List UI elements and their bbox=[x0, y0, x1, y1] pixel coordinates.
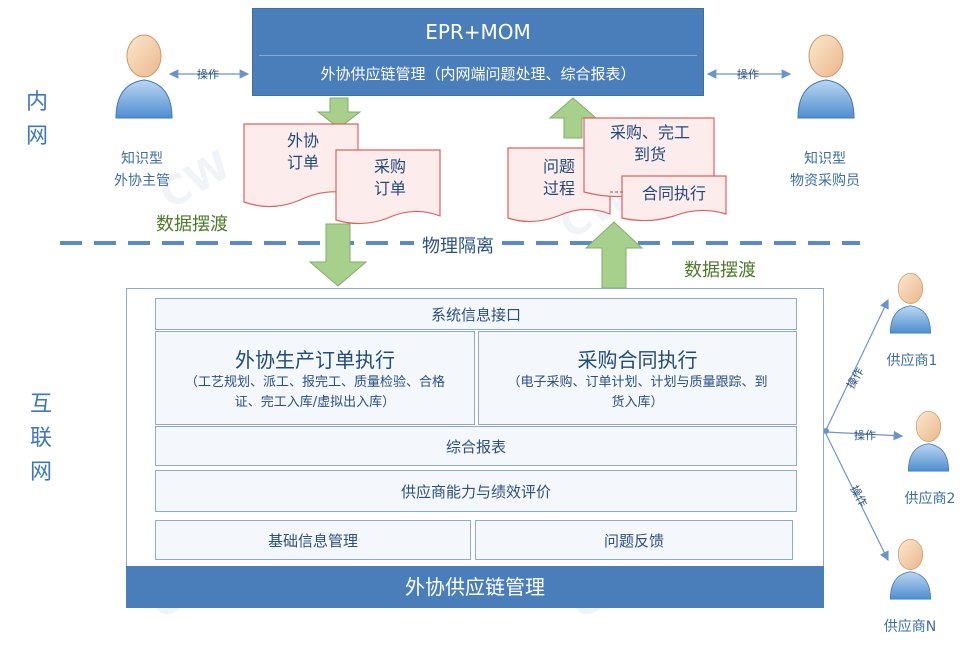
top-title: EPR+MOM bbox=[425, 20, 531, 44]
procurement-title: 采购合同执行 bbox=[577, 347, 698, 372]
ferry-label-left: 数据摆渡 bbox=[156, 214, 228, 235]
op-label-right: 操作 bbox=[737, 68, 759, 81]
basic-info-cell: 基础信息管理 bbox=[155, 520, 471, 560]
doc-issue-process: 问题 过程 bbox=[542, 157, 575, 198]
top-subtitle: 外协供应链管理（内网端问题处理、综合报表） bbox=[320, 65, 636, 83]
person-icon bbox=[889, 538, 932, 600]
production-title: 外协生产订单执行 bbox=[235, 347, 395, 372]
ferry-arrow-down-bottom bbox=[308, 223, 368, 287]
supplier-name-2: 供应商2 bbox=[904, 491, 956, 507]
production-detail-2: 证、完工入库/虚拟出入库） bbox=[234, 394, 396, 410]
report-cell: 综合报表 bbox=[155, 426, 797, 466]
supplier-hub bbox=[823, 428, 829, 434]
doc-purchase-order: 采购 订单 bbox=[373, 157, 406, 198]
op-label-left: 操作 bbox=[197, 68, 219, 81]
doc-contract-execution: 合同执行 bbox=[641, 184, 706, 203]
top-system-box: EPR+MOM 外协供应链管理（内网端问题处理、综合报表） bbox=[252, 8, 704, 96]
doc-outsourcing-order: 外协 订单 bbox=[286, 131, 319, 172]
ferry-arrow-up-bottom bbox=[584, 221, 644, 289]
internet-label: 互 联 网 bbox=[29, 392, 52, 485]
supplier-name-1: 供应商1 bbox=[886, 353, 938, 369]
production-order-cell: 外协生产订单执行 （工艺规划、派工、报完工、质量检验、合格 证、完工入库/虚拟出… bbox=[155, 331, 475, 425]
evaluation-cell: 供应商能力与绩效评价 bbox=[155, 470, 797, 512]
doc-contract-execution-shape bbox=[621, 175, 727, 222]
ferry-arrow-down-top bbox=[316, 97, 362, 129]
interface-cell: 系统信息接口 bbox=[155, 298, 797, 330]
supplier-arrow-n bbox=[825, 433, 889, 562]
doc-purchase-order-shape bbox=[335, 149, 441, 225]
footer-bar: 外协供应链管理 bbox=[126, 566, 824, 608]
doc-purchase-arrival: 采购、完工 到货 bbox=[609, 123, 690, 164]
person-icon bbox=[115, 34, 173, 119]
right-buyer-label: 知识型 物资采购员 bbox=[790, 151, 860, 189]
ferry-label-right: 数据摆渡 bbox=[684, 260, 756, 281]
supplier-op-label-2: 操作 bbox=[854, 429, 876, 442]
isolation-label: 物理隔离 bbox=[414, 232, 502, 258]
feedback-cell: 问题反馈 bbox=[475, 520, 793, 560]
inner-network-label: 内 网 bbox=[25, 90, 48, 149]
procurement-detail-1: （电子采购、订单计划、计划与质量跟踪、到 bbox=[507, 374, 768, 390]
procurement-contract-cell: 采购合同执行 （电子采购、订单计划、计划与质量跟踪、到 货入库） bbox=[478, 331, 797, 425]
person-icon bbox=[889, 272, 932, 334]
left-manager-label: 知识型 外协主管 bbox=[114, 151, 170, 189]
person-icon bbox=[907, 410, 950, 472]
production-detail-1: （工艺规划、派工、报完工、质量检验、合格 bbox=[184, 374, 445, 390]
procurement-detail-2: 货入库） bbox=[611, 394, 664, 410]
person-icon bbox=[797, 34, 855, 119]
supplier-arrow-1 bbox=[825, 298, 889, 431]
top-divider bbox=[259, 55, 697, 56]
ferry-arrow-up-top bbox=[548, 97, 598, 139]
supplier-name-n: 供应商N bbox=[883, 619, 937, 635]
supplier-arrow-2 bbox=[825, 430, 904, 441]
